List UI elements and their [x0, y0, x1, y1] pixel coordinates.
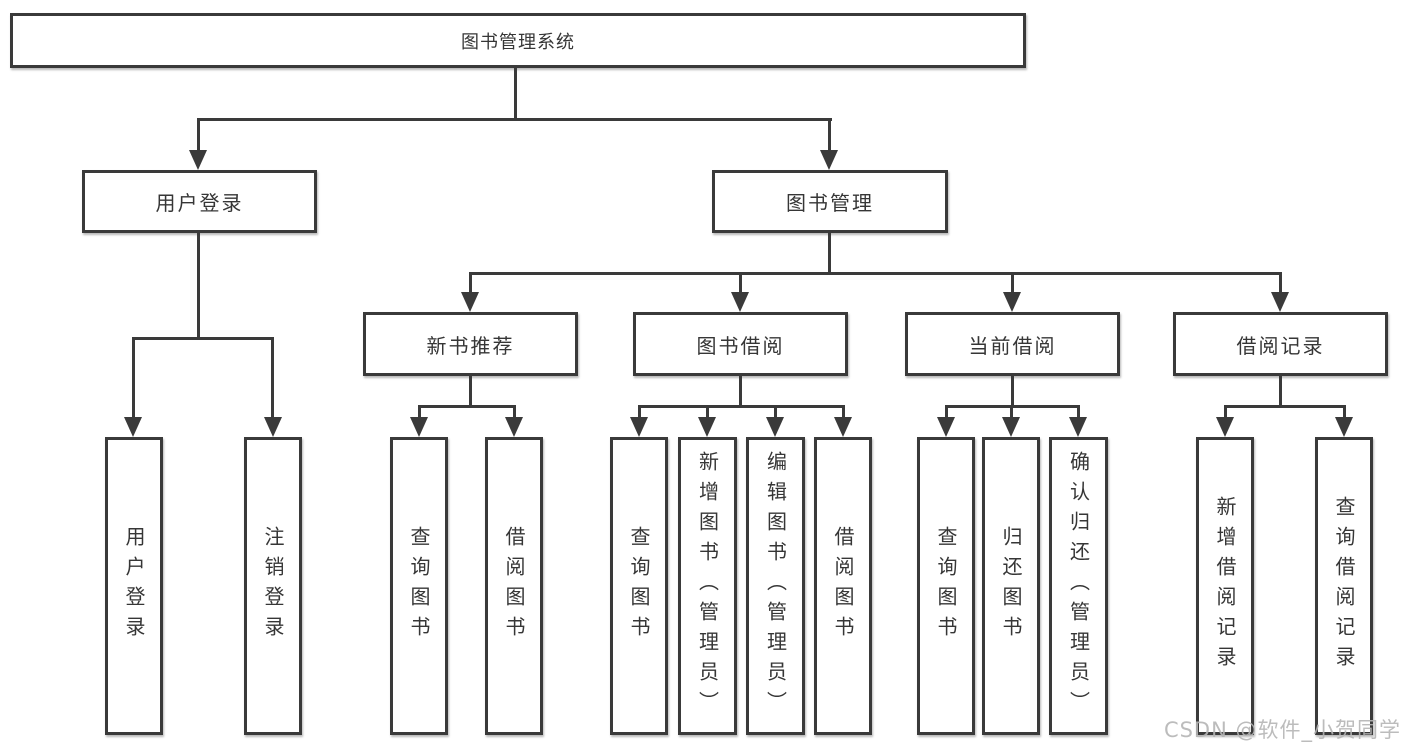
connector-line: [842, 405, 845, 419]
arrowhead-icon: [461, 292, 479, 312]
leaf-query-books-current: 查询图书: [917, 437, 975, 735]
arrowhead-icon: [1002, 417, 1020, 437]
connector-line: [1077, 405, 1080, 419]
leaf-label: 归还图书: [999, 526, 1023, 646]
arrowhead-icon: [630, 417, 648, 437]
leaf-query-books-borrow: 查询图书: [610, 437, 668, 735]
connector-line: [1343, 405, 1346, 419]
connector-line: [828, 118, 831, 154]
connector-line: [1225, 405, 1345, 408]
connector-line: [706, 405, 709, 419]
leaf-query-borrow-record: 查询借阅记录: [1315, 437, 1373, 735]
connector-line: [197, 118, 200, 154]
arrowhead-icon: [410, 417, 428, 437]
connector-line: [638, 405, 641, 419]
arrowhead-icon: [1335, 417, 1353, 437]
node-current-borrow: 当前借阅: [905, 312, 1120, 376]
connector-line: [739, 376, 742, 405]
connector-line: [514, 68, 517, 118]
connector-line: [197, 233, 200, 337]
connector-line: [739, 272, 742, 296]
arrowhead-icon: [937, 417, 955, 437]
connector-line: [271, 337, 274, 421]
node-label: 新书推荐: [426, 333, 515, 358]
arrowhead-icon: [834, 417, 852, 437]
connector-line: [418, 405, 421, 419]
connector-line: [470, 272, 1281, 275]
connector-line: [1010, 405, 1013, 419]
leaf-label: 查询图书: [627, 526, 651, 646]
node-book-borrow: 图书借阅: [633, 312, 848, 376]
connector-line: [513, 405, 516, 419]
arrowhead-icon: [1069, 417, 1087, 437]
connector-line: [469, 376, 472, 405]
leaf-label: 借阅图书: [831, 526, 855, 646]
leaf-borrow-books-recommend: 借阅图书: [485, 437, 543, 735]
node-user-login: 用户登录: [82, 170, 317, 233]
connector-line: [419, 405, 515, 408]
arrowhead-icon: [189, 150, 207, 170]
leaf-logout: 注销登录: [244, 437, 302, 735]
node-borrow-records: 借阅记录: [1173, 312, 1388, 376]
connector-line: [945, 405, 948, 419]
node-label: 借阅记录: [1236, 333, 1325, 358]
arrowhead-icon: [731, 292, 749, 312]
connector-line: [133, 337, 274, 340]
leaf-label: 查询图书: [934, 526, 958, 646]
arrowhead-icon: [1003, 292, 1021, 312]
node-library-management-system: 图书管理系统: [10, 13, 1026, 68]
connector-line: [469, 272, 472, 296]
leaf-confirm-return-admin: 确认归还（管理员）: [1049, 437, 1108, 735]
connector-line: [1011, 376, 1014, 405]
node-label: 用户登录: [155, 191, 244, 215]
leaf-label: 用户登录: [122, 526, 146, 646]
arrowhead-icon: [1216, 417, 1234, 437]
connector-line: [1011, 272, 1014, 296]
connector-line: [132, 337, 135, 421]
connector-line: [1279, 272, 1282, 296]
connector-line: [639, 405, 844, 408]
connector-line: [198, 118, 832, 121]
node-new-book-recommend: 新书推荐: [363, 312, 578, 376]
node-label: 图书管理: [786, 191, 874, 215]
leaf-label: 编辑图书（管理员）: [763, 451, 788, 721]
connector-line: [1279, 376, 1282, 405]
arrowhead-icon: [264, 417, 282, 437]
leaf-query-books-recommend: 查询图书: [390, 437, 448, 735]
leaf-add-borrow-record: 新增借阅记录: [1196, 437, 1254, 735]
leaf-user-login: 用户登录: [105, 437, 163, 735]
arrowhead-icon: [124, 417, 142, 437]
arrowhead-icon: [505, 417, 523, 437]
connector-line: [828, 233, 831, 272]
node-label: 图书借阅: [696, 333, 785, 358]
connector-line: [774, 405, 777, 419]
node-label: 当前借阅: [968, 333, 1057, 358]
arrowhead-icon: [698, 417, 716, 437]
connector-line: [1224, 405, 1227, 419]
arrowhead-icon: [1271, 292, 1289, 312]
leaf-borrow-books-borrow: 借阅图书: [814, 437, 872, 735]
leaf-label: 查询图书: [407, 526, 431, 646]
leaf-label: 新增借阅记录: [1213, 496, 1237, 676]
leaf-label: 查询借阅记录: [1332, 496, 1356, 676]
leaf-add-book-admin: 新增图书（管理员）: [678, 437, 737, 735]
csdn-watermark: CSDN @软件_小贺同学: [1163, 718, 1401, 742]
leaf-label: 借阅图书: [502, 526, 526, 646]
node-label: 图书管理系统: [461, 31, 575, 53]
arrowhead-icon: [766, 417, 784, 437]
leaf-label: 注销登录: [261, 526, 285, 646]
leaf-label: 新增图书（管理员）: [695, 451, 720, 721]
leaf-return-book: 归还图书: [982, 437, 1040, 735]
node-book-management: 图书管理: [712, 170, 948, 233]
arrowhead-icon: [820, 150, 838, 170]
leaf-label: 确认归还（管理员）: [1066, 451, 1091, 721]
leaf-edit-book-admin: 编辑图书（管理员）: [746, 437, 805, 735]
